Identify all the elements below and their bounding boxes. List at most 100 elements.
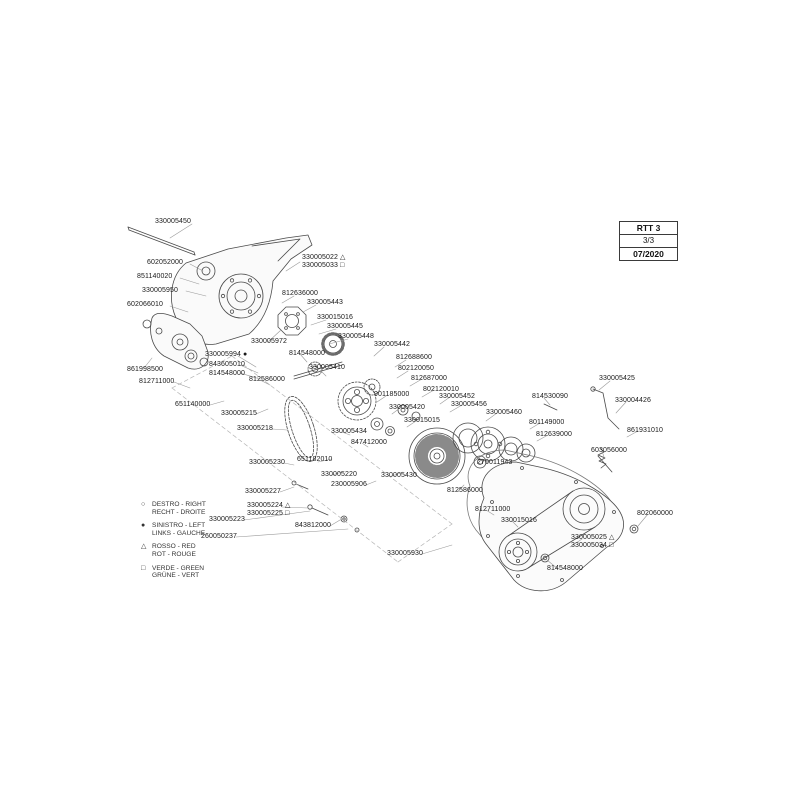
part-number-label: 861931010 (627, 427, 663, 434)
legend-item-left: ● SINISTRO - LEFT LINKS - GAUCHE (141, 522, 206, 537)
legend-item-green: □ VERDE - GREEN GRÜNE - VERT (141, 565, 206, 580)
part-number-label: 230005906 (331, 481, 367, 488)
part-number-label: 812687000 (411, 375, 447, 382)
legend-label: RECHT - DROITE (152, 508, 206, 516)
octagon-cover-plate (277, 306, 307, 336)
part-number-label: 812711000 (475, 506, 511, 513)
part-number-label: 812639000 (536, 431, 572, 438)
legend-label: VERDE - GREEN (152, 564, 205, 572)
square-icon: □ (141, 564, 146, 572)
part-number-label: 812586000 (249, 376, 285, 383)
part-number-label: 330005456 (451, 401, 487, 408)
part-number-label: 330005930 (387, 550, 423, 557)
part-number-label: 330005950 (142, 287, 178, 294)
part-number-label: 330005450 (155, 218, 191, 225)
part-number-label: 843812000 (295, 522, 331, 529)
part-number-label: 330005425 (599, 375, 635, 382)
part-number-label: 330005215 (221, 410, 257, 417)
part-number-label: 330005452 (439, 393, 475, 400)
part-number-label: 812586000 (447, 487, 483, 494)
part-number-label: 330005033 □ (302, 262, 345, 269)
legend-item-right: ○ DESTRO - RIGHT RECHT - DROITE (141, 501, 206, 516)
part-number-label: 330005410 (309, 364, 345, 371)
part-number-label: 330005220 (321, 471, 357, 478)
part-number-label: 851140020 (137, 273, 173, 280)
part-number-label: 330005224 △ (247, 502, 291, 509)
leader-lines (143, 223, 649, 570)
part-number-label: 843605010 (209, 361, 245, 368)
tine-shaft-rod (127, 226, 196, 256)
drive-gear (337, 378, 381, 421)
star-washer (321, 332, 345, 356)
part-number-label: 330005994 ● (205, 351, 248, 358)
part-number-label: 330005434 (331, 428, 367, 435)
part-number-label: 814548000 (209, 370, 245, 377)
part-number-label: 330005022 △ (302, 254, 346, 261)
washers-and-bearings (370, 404, 421, 436)
circle-filled-icon: ● (141, 522, 146, 530)
part-number-label: 330005443 (307, 299, 343, 306)
part-number-label: 330005972 (251, 338, 287, 345)
part-number-label: 330005445 (327, 323, 363, 330)
part-number-label: 651140000 (175, 401, 211, 408)
legend: ○ DESTRO - RIGHT RECHT - DROITE ● SINIST… (141, 501, 206, 586)
part-number-label: 330005460 (486, 409, 522, 416)
part-number-label: 901185000 (374, 391, 410, 398)
part-number-label: 330005223 (209, 516, 245, 523)
legend-label: ROSSO - RED (152, 543, 196, 551)
part-number-label: 330004426 (615, 397, 651, 404)
part-number-label: 330005034 □ (571, 542, 614, 549)
legend-label: SINISTRO - LEFT (152, 522, 206, 530)
legend-item-red: △ ROSSO - RED ROT - ROUGE (141, 543, 206, 558)
page-number: 3/3 (620, 234, 677, 247)
clutch-assembly (452, 422, 536, 463)
input-shaft (293, 361, 343, 380)
triangle-icon: △ (141, 543, 147, 551)
legend-label: DESTRO - RIGHT (152, 501, 206, 508)
part-number-label: 651182010 (297, 456, 333, 463)
part-number-label: 330005218 (237, 425, 273, 432)
part-number-label: 602066010 (127, 301, 163, 308)
part-number-label: 270011943 (477, 459, 513, 466)
part-number-label: 330005420 (389, 404, 425, 411)
part-number-label: 801149000 (529, 419, 565, 426)
part-number-label: 260050237 (201, 533, 237, 540)
fan-pulley (408, 427, 466, 485)
part-number-label: 802120010 (423, 386, 459, 393)
model-name: RTT 3 (636, 223, 661, 233)
tensioner-bracket (590, 386, 620, 473)
part-number-label: 330005025 △ (571, 534, 615, 541)
title-block: RTT 3 3/3 07/2020 (619, 221, 678, 261)
part-number-label: 802120050 (398, 365, 434, 372)
part-number-label: 330005430 (381, 472, 417, 479)
part-number-label: 812688600 (396, 354, 432, 361)
part-number-label: 330015016 (317, 314, 353, 321)
legend-label: ROT - ROUGE (152, 550, 196, 558)
part-number-label: 330015015 (404, 417, 440, 424)
part-number-label: 861998500 (127, 366, 163, 373)
part-number-label: 814530090 (532, 393, 568, 400)
part-number-label: 603056000 (591, 447, 627, 454)
part-number-label: 814548000 (547, 565, 583, 572)
legend-label: LINKS - GAUCHE (152, 529, 206, 537)
drive-chain (284, 396, 318, 462)
left-side-cover (142, 312, 209, 370)
part-number-label: 847412000 (351, 439, 387, 446)
part-number-label: 330005442 (374, 341, 410, 348)
part-number-label: 330015016 (501, 517, 537, 524)
part-number-label: 330005225 □ (247, 510, 290, 517)
revision-date: 07/2020 (620, 247, 677, 260)
part-number-label: 330005448 (338, 333, 374, 340)
part-number-label: 330005227 (245, 488, 281, 495)
belt-cover-assembly (466, 449, 624, 592)
part-number-label: 602052000 (147, 259, 183, 266)
part-number-label: 812636000 (282, 290, 318, 297)
circle-outline-icon: ○ (141, 501, 146, 508)
part-number-label: 814548000 (289, 350, 325, 357)
legend-label: GRÜNE - VERT (152, 572, 200, 580)
part-number-label: 812711000 (139, 378, 175, 385)
part-number-label: 330005230 (249, 459, 285, 466)
